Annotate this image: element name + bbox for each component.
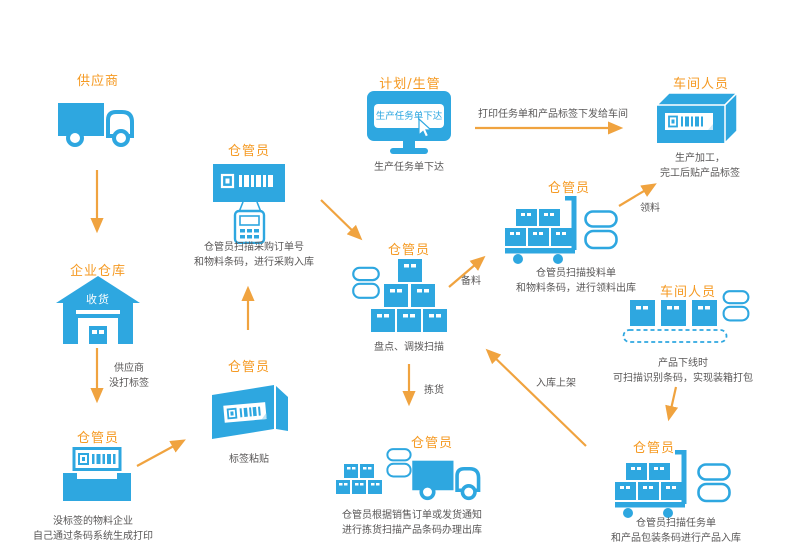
arrow-line-to-keeper-in (665, 386, 679, 422)
barcode-label-card-icon (212, 383, 290, 441)
monitor-screen-button: 生产任务单下达 (375, 111, 443, 122)
node-title-workshop-line: 车间人员 (659, 285, 716, 300)
label-printer-tray-icon (63, 447, 131, 501)
warehouse-icon (56, 276, 140, 344)
desc-workshop-label: 生产加工， 完工后贴产品标签 (660, 153, 740, 179)
node-title-keeper-paste: 仓管员 (227, 360, 270, 375)
truck-icon (58, 100, 140, 148)
pallet-icon (386, 448, 412, 478)
desc-keeper-print: 没标签的物料企业 自己通过条码系统生成打印 (33, 516, 153, 542)
product-box-label-icon (657, 91, 743, 145)
delivery-truck-icon (412, 458, 486, 501)
pallet-icon (722, 290, 750, 322)
edge-label-requisition: 领料 (640, 203, 660, 214)
node-title-planner: 计划/生管 (379, 77, 441, 92)
edge-label-pick: 拣货 (424, 385, 444, 396)
edge-label-supplier-no-label: 供应商 没打标签 (109, 363, 149, 389)
node-title-keeper-stock: 仓管员 (387, 243, 430, 258)
warehouse-receive-badge: 收货 (86, 293, 110, 306)
desc-workshop-line: 产品下线时 可扫描识别条码，实现装箱打包 (613, 358, 753, 384)
cart-boxes-icon (615, 450, 699, 518)
box-stack-icon (336, 464, 384, 495)
barcode-scanner-icon (213, 164, 285, 244)
pallet-icon (697, 463, 731, 503)
node-title-keeper-print: 仓管员 (76, 431, 119, 446)
node-title-keeper-feed: 仓管员 (547, 181, 590, 196)
node-title-keeper-scan: 仓管员 (227, 144, 270, 159)
desc-keeper-stock: 盘点、调拨扫描 (374, 342, 444, 353)
edge-label-print-dispatch: 打印任务单和产品标签下发给车间 (478, 109, 628, 120)
node-title-warehouse: 企业仓库 (69, 264, 126, 279)
desc-keeper-feed: 仓管员扫描投料单 和物料条码，进行领料出库 (516, 268, 636, 294)
monitor-icon (367, 91, 451, 155)
arrow-scan-to-stock (320, 199, 363, 241)
cart-boxes-icon (505, 196, 589, 264)
node-title-supplier: 供应商 (76, 74, 119, 89)
conveyor-boxes-icon (622, 298, 728, 344)
desc-keeper-scan: 仓管员扫描采购订单号 和物料条码，进行采购入库 (194, 242, 314, 268)
desc-planner: 生产任务单下达 (374, 162, 444, 173)
node-title-keeper-in: 仓管员 (632, 441, 675, 456)
node-title-workshop-label: 车间人员 (672, 77, 729, 92)
arrow-keeper-in-to-stock (485, 348, 587, 447)
edge-label-putaway: 入库上架 (536, 378, 576, 389)
desc-keeper-in: 仓管员扫描任务单 和产品包装条码进行产品入库 (611, 518, 741, 544)
edge-label-prepare: 备料 (461, 276, 481, 287)
desc-keeper-paste: 标签粘贴 (229, 454, 269, 465)
pallet-icon (584, 210, 618, 250)
desc-keeper-out: 仓管员根据销售订单或发货通知 进行拣货扫描产品条码办理出库 (342, 510, 482, 536)
box-pyramid-icon (371, 259, 449, 333)
node-title-keeper-out: 仓管员 (410, 436, 453, 451)
